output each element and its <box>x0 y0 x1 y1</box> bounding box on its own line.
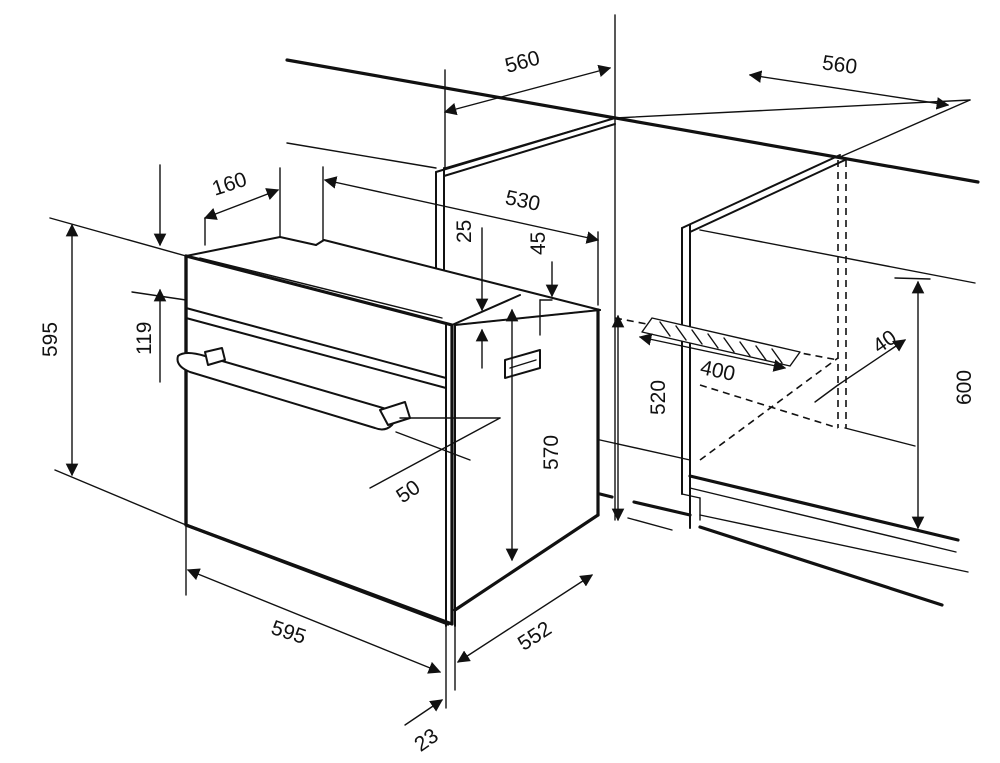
oven <box>54 236 601 627</box>
dim-119: 119 <box>133 322 156 355</box>
dim-25: 25 <box>453 220 476 243</box>
dim-45: 45 <box>527 232 550 255</box>
dim-520: 520 <box>647 380 670 415</box>
dim-595-width: 595 <box>268 616 308 649</box>
worktop-lines <box>285 58 980 184</box>
dim-552: 552 <box>514 617 556 655</box>
dim-595-height: 595 <box>39 322 62 357</box>
dimension-lines <box>49 64 950 726</box>
dim-23: 23 <box>410 724 442 756</box>
dim-40: 40 <box>869 326 901 358</box>
dim-570: 570 <box>540 435 563 470</box>
dim-530: 530 <box>503 186 542 216</box>
dim-560-right: 560 <box>821 51 859 79</box>
dim-400: 400 <box>698 356 737 386</box>
dim-560-left: 560 <box>503 47 543 78</box>
dim-160: 160 <box>209 168 249 201</box>
dimension-labels: 560 560 160 530 25 45 595 119 50 570 520… <box>39 47 976 757</box>
dim-600: 600 <box>953 370 976 405</box>
